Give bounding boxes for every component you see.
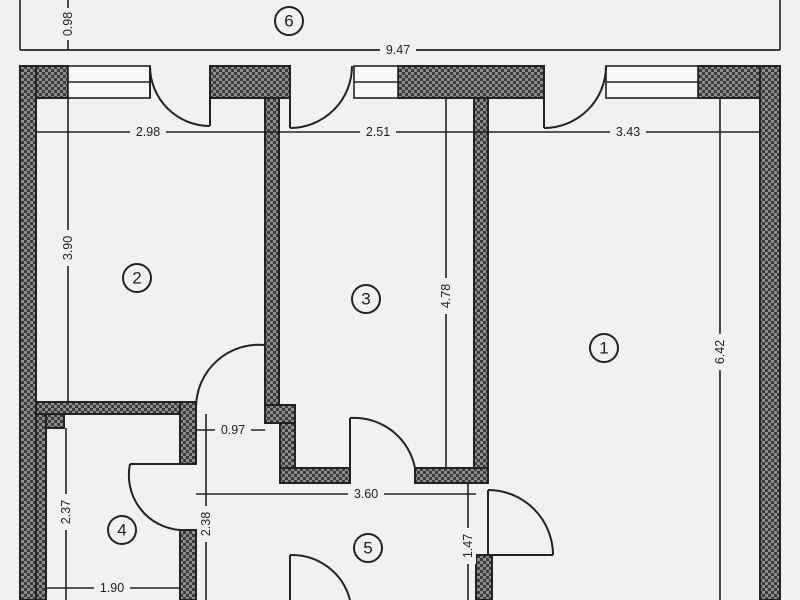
door-entrance: [289, 553, 351, 600]
dim-hall-opening-text: 0.97: [221, 423, 245, 437]
dim-room1-depth: 6.42: [712, 334, 728, 370]
dim-room4-depth: 2.37: [58, 494, 74, 530]
dimension-labels: 0.98 9.47 2.98 2.51 3.43 3.90 4.78 6.42: [58, 8, 728, 596]
window-room3: [353, 65, 399, 99]
dim-balcony-width: 9.47: [380, 42, 416, 58]
door-room2-balcony: [149, 65, 211, 127]
dim-corridor-height: 1.47: [460, 528, 476, 564]
dim-room2-width-text: 2.98: [136, 125, 160, 139]
dim-room3-width-text: 2.51: [366, 125, 390, 139]
room-number-5: 5: [363, 539, 372, 558]
walls: [19, 65, 781, 600]
door-room3-balcony: [289, 65, 353, 129]
room-number-1: 1: [599, 339, 608, 358]
dim-room3-depth-text: 4.78: [439, 284, 453, 308]
dim-room1-width-text: 3.43: [616, 125, 640, 139]
room-label-3: 3: [351, 284, 381, 314]
dim-balcony-depth: 0.98: [60, 8, 76, 40]
room-label-5: 5: [353, 533, 383, 563]
room-label-6: 6: [274, 6, 304, 36]
room-number-4: 4: [117, 521, 126, 540]
window-room1: [605, 65, 699, 99]
dim-hall-width-text: 3.60: [354, 487, 378, 501]
door-room1-balcony: [543, 65, 607, 129]
dim-room2-depth: 3.90: [60, 230, 76, 266]
dim-hall-height: 2.38: [198, 506, 214, 542]
dim-room1-depth-text: 6.42: [713, 340, 727, 364]
door-room4-hall: [127, 463, 181, 531]
dim-hall-width: 3.60: [348, 486, 384, 502]
dim-hall-height-text: 2.38: [199, 512, 213, 536]
dim-room4-width: 1.90: [94, 580, 130, 596]
dim-corridor-height-text: 1.47: [461, 534, 475, 558]
dim-hall-opening: 0.97: [215, 422, 251, 438]
dim-room2-depth-text: 3.90: [61, 236, 75, 260]
dim-balcony-width-text: 9.47: [386, 43, 410, 57]
dim-room2-width: 2.98: [130, 124, 166, 140]
room-labels: 1 2 3 4 5 6: [107, 6, 619, 563]
doors: [127, 65, 607, 600]
door-room1-hall: [487, 489, 554, 556]
door-room2-hall: [194, 343, 266, 409]
dim-room3-width: 2.51: [360, 124, 396, 140]
room-label-2: 2: [122, 263, 152, 293]
dim-balcony-depth-text: 0.98: [61, 12, 75, 36]
window-room2: [67, 65, 151, 99]
room-number-2: 2: [132, 269, 141, 288]
dim-room4-depth-text: 2.37: [59, 500, 73, 524]
dim-room4-width-text: 1.90: [100, 581, 124, 595]
room-number-3: 3: [361, 290, 370, 309]
door-room3-hall: [349, 416, 416, 469]
windows: [67, 65, 699, 99]
dim-room1-width: 3.43: [610, 124, 646, 140]
room-label-1: 1: [589, 333, 619, 363]
room-number-6: 6: [284, 12, 293, 31]
room-label-4: 4: [107, 515, 137, 545]
dim-room3-depth: 4.78: [438, 278, 454, 314]
